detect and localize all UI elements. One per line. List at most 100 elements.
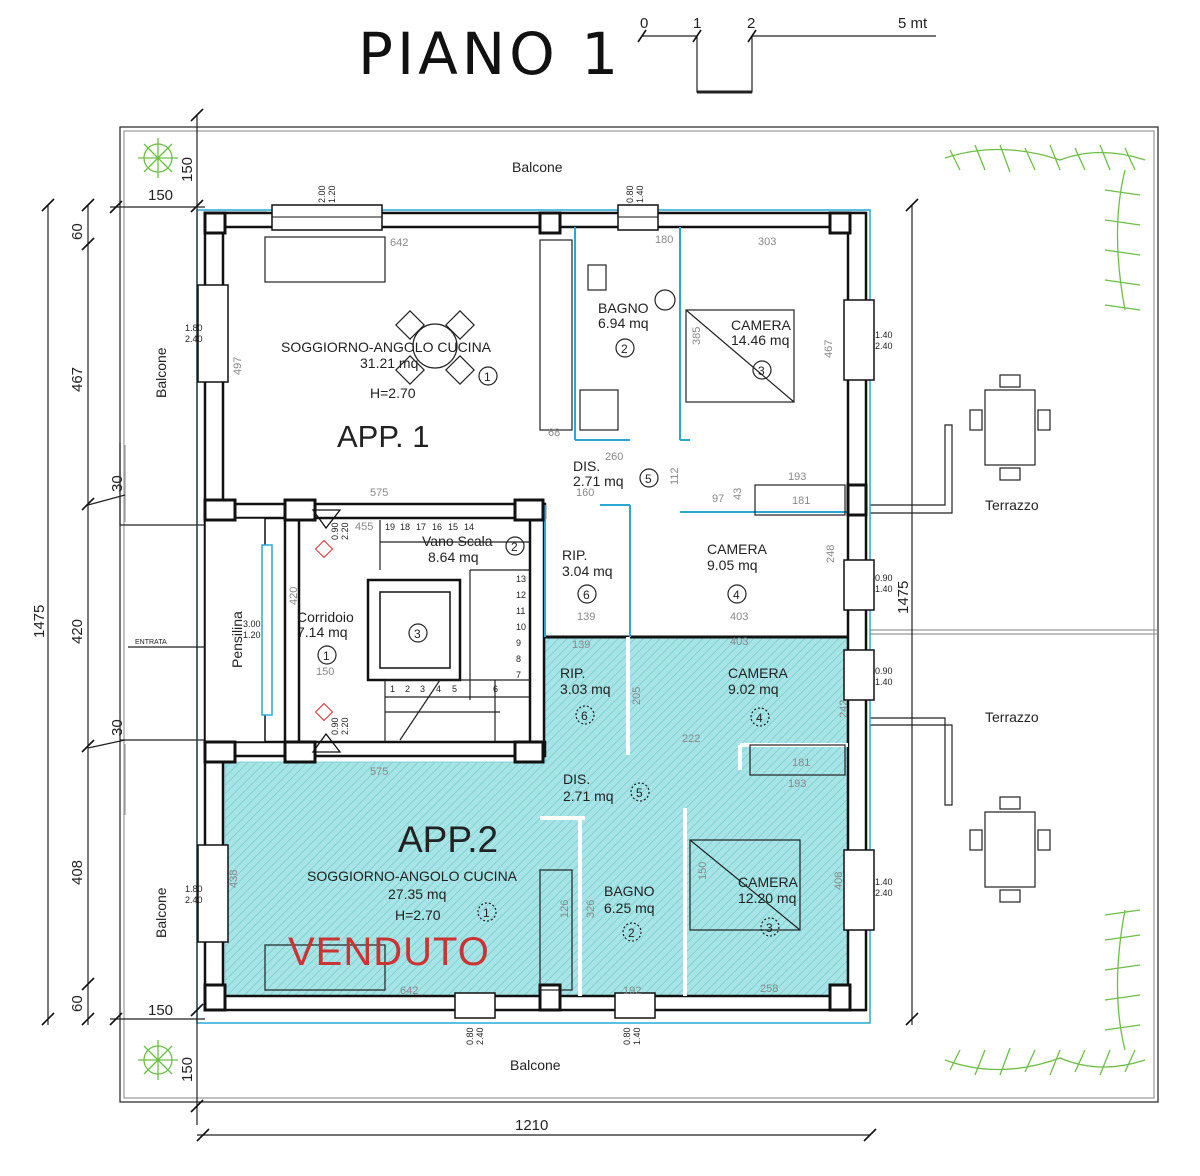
svg-text:1.80: 1.80 — [185, 323, 203, 333]
room-name: CAMERA — [728, 665, 789, 681]
svg-text:4: 4 — [733, 588, 740, 602]
scale-tick-2: 2 — [747, 15, 755, 32]
svg-text:181: 181 — [792, 757, 810, 769]
svg-text:0.80: 0.80 — [465, 1027, 475, 1045]
label-balcone-top: Balcone — [512, 159, 563, 175]
room-area: 3.04 mq — [562, 563, 613, 579]
stair-step: 14 — [464, 522, 474, 532]
rooms-app2: RIP. 3.03 mq 6 CAMERA 9.02 mq 4 DIS. 2.7… — [307, 665, 799, 942]
pillars — [203, 211, 868, 1012]
plant-icon — [138, 138, 178, 178]
svg-text:642: 642 — [390, 237, 408, 249]
inner-dimensions: 642 497 180 303 385 467 68 260 575 455 1… — [228, 234, 850, 997]
window-labels: 2.00 1.20 0.80 1.40 1.80 2.40 1.40 2.40 … — [185, 185, 893, 1045]
svg-text:326: 326 — [585, 900, 597, 918]
svg-text:0.80: 0.80 — [625, 185, 635, 203]
fire-extinguisher-icon — [314, 539, 334, 559]
label-balcone-left-top: Balcone — [153, 347, 169, 398]
svg-text:2.40: 2.40 — [875, 341, 893, 351]
svg-text:192: 192 — [623, 985, 641, 997]
svg-text:5: 5 — [645, 472, 652, 486]
svg-text:420: 420 — [288, 587, 300, 605]
scale-bar: 0 1 2 5 mt — [637, 15, 936, 94]
label-balcone-left-bottom: Balcone — [153, 887, 169, 938]
label-terrazzo-bottom: Terrazzo — [985, 709, 1039, 725]
label-pensilina: Pensilina — [229, 611, 245, 668]
dim-150-left-bottom: 150 — [148, 1002, 173, 1019]
svg-text:258: 258 — [760, 983, 778, 995]
svg-text:455: 455 — [355, 521, 373, 533]
svg-text:0.80: 0.80 — [622, 1027, 632, 1045]
room-name: BAGNO — [604, 883, 655, 899]
svg-text:193: 193 — [788, 778, 806, 790]
stair-step: 3 — [420, 684, 425, 694]
svg-text:126: 126 — [559, 900, 571, 918]
plant-hedge-icon — [944, 144, 1146, 311]
svg-text:0.90: 0.90 — [875, 573, 893, 583]
stair-step: 11 — [516, 606, 525, 616]
furniture — [264, 236, 1051, 991]
room-area: 12.20 mq — [738, 890, 796, 906]
room-name: Corridoio — [297, 609, 354, 625]
dim-420: 420 — [69, 619, 86, 644]
svg-text:467: 467 — [823, 340, 835, 358]
arrow-down-icon — [311, 509, 342, 530]
stair-step: 19 — [385, 522, 395, 532]
svg-text:575: 575 — [370, 766, 388, 778]
svg-text:160: 160 — [576, 487, 594, 499]
svg-text:1.40: 1.40 — [635, 185, 645, 203]
fire-extinguisher-icon — [314, 702, 334, 722]
svg-text:1.40: 1.40 — [632, 1027, 642, 1045]
svg-text:150: 150 — [697, 862, 709, 880]
apartment-1-label: APP. 1 — [337, 419, 430, 454]
label-balcone-bottom: Balcone — [510, 1057, 561, 1073]
svg-text:242: 242 — [838, 700, 850, 718]
svg-text:408: 408 — [833, 872, 845, 890]
room-height: H=2.70 — [395, 907, 441, 923]
stair-step: 16 — [432, 522, 442, 532]
dim-408: 408 — [69, 860, 86, 885]
stair-step: 6 — [493, 684, 498, 694]
svg-text:575: 575 — [370, 487, 388, 499]
label-terrazzo-top: Terrazzo — [985, 497, 1039, 513]
svg-text:403: 403 — [730, 636, 748, 648]
rooms-common: Vano Scala 8.64 mq 2 Corridoio 7.14 mq 1… — [297, 533, 525, 665]
dim-467: 467 — [69, 367, 86, 392]
room-name: DIS. — [563, 771, 590, 787]
svg-text:248: 248 — [825, 545, 837, 563]
rooms-app1: SOGGIORNO-ANGOLO CUCINA 31.21 mq H=2.70 … — [281, 300, 792, 604]
svg-text:2.20: 2.20 — [340, 522, 350, 540]
dim-60-bottom: 60 — [69, 995, 86, 1012]
walls — [196, 204, 875, 1024]
terrace-table-icon — [969, 796, 1051, 903]
svg-text:139: 139 — [572, 639, 590, 651]
svg-text:0.90: 0.90 — [330, 522, 340, 540]
svg-text:1: 1 — [483, 906, 490, 920]
svg-text:3: 3 — [766, 921, 773, 935]
room-area: 2.71 mq — [563, 788, 614, 804]
svg-text:2.00: 2.00 — [317, 185, 327, 203]
sold-status-label: VENDUTO — [288, 930, 490, 974]
svg-text:6: 6 — [581, 709, 588, 723]
svg-text:1.80: 1.80 — [185, 884, 203, 894]
svg-text:403: 403 — [730, 611, 748, 623]
scale-tick-5mt: 5 mt — [898, 15, 928, 32]
dim-30-bottom: 30 — [109, 719, 126, 736]
stair-step: 13 — [516, 574, 526, 584]
room-area: 3.03 mq — [560, 681, 611, 697]
svg-text:4: 4 — [756, 711, 763, 725]
plants — [138, 138, 1146, 1080]
stair-step: 9 — [516, 638, 521, 648]
room-name: RIP. — [562, 547, 587, 563]
dim-150-top: 150 — [179, 157, 196, 182]
svg-text:1.40: 1.40 — [875, 877, 893, 887]
room-name: CAMERA — [738, 874, 799, 890]
stair-step: 18 — [400, 522, 410, 532]
label-entrata: ENTRATA — [135, 639, 167, 646]
svg-text:260: 260 — [605, 451, 623, 463]
scale-tick-0: 0 — [640, 15, 648, 32]
plant-hedge-icon — [944, 909, 1146, 1076]
svg-text:1.20: 1.20 — [327, 185, 337, 203]
room-name: DIS. — [573, 458, 600, 474]
svg-text:2.40: 2.40 — [185, 334, 203, 344]
